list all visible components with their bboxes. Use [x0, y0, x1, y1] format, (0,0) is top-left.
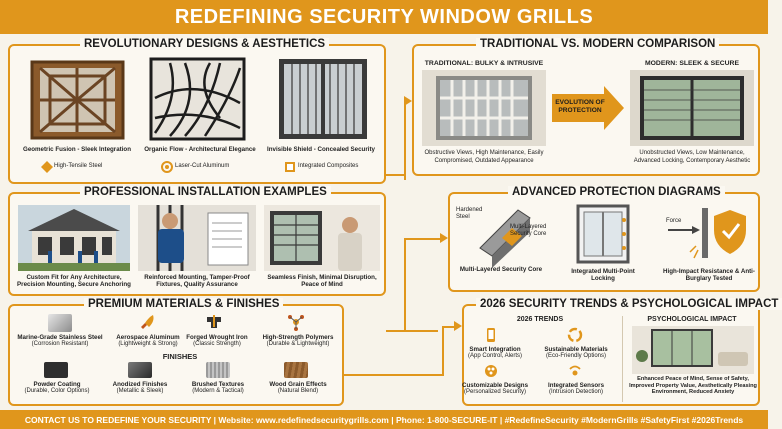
finish-3-name: Brushed Textures	[191, 381, 245, 388]
finish-4-name: Wood Grain Effects	[269, 381, 327, 388]
modern-label: MODERN: SLEEK & SECURE	[644, 60, 740, 67]
trend-3-name: Customizable Designs	[462, 382, 529, 389]
protection-title: ADVANCED PROTECTION DIAGRAMS	[508, 186, 725, 198]
material-4-name: High-Strength Polymers	[262, 334, 334, 341]
trend-3-desc: (Personalized Security)	[463, 389, 527, 395]
connector-arrow-trends	[454, 321, 462, 331]
security-core-diagram	[478, 208, 548, 268]
modern-window-image	[630, 70, 754, 146]
trend-4-name: Integrated Sensors	[547, 382, 605, 389]
connector-arrow-protection	[440, 233, 448, 243]
impact-caption: High-Impact Resistance & Anti-Burglary T…	[663, 268, 755, 283]
trends-divider	[622, 316, 623, 402]
installation-caption-3: Seamless Finish, Minimal Disruption, Pea…	[267, 274, 377, 289]
installer-photo	[138, 205, 256, 271]
powder-coating-swatch	[44, 362, 68, 378]
trend-2-desc: (Eco-Friendly Options)	[545, 353, 607, 359]
connector-line-bottom	[344, 374, 444, 376]
material-2-desc: (Lightweight & Strong)	[118, 341, 178, 347]
rocket-icon	[138, 312, 158, 332]
design-geometric-feature: High-Tensile Steel	[54, 163, 103, 169]
material-1-name: Marine-Grade Stainless Steel	[17, 334, 103, 341]
trend-4-desc: (Intrusion Detection)	[548, 389, 604, 395]
trends-subtitle: 2026 TRENDS	[516, 316, 564, 323]
finish-1-name: Powder Coating	[33, 381, 81, 388]
stainless-steel-swatch	[48, 314, 72, 332]
finish-2-desc: (Metallic & Sleek)	[116, 388, 164, 394]
trends-title: 2026 SECURITY TRENDS & PSYCHOLOGICAL IMP…	[476, 298, 782, 310]
connector-line-mid	[386, 174, 406, 176]
core-caption: Multi-Layered Security Core	[459, 266, 543, 273]
psych-title: PSYCHOLOGICAL IMPACT	[647, 316, 737, 323]
trend-1-desc: (App Control, Alerts)	[467, 353, 523, 359]
design-geometric-name: Geometric Fusion - Sleek Integration	[23, 146, 131, 153]
finish-2-name: Anodized Finishes	[112, 381, 168, 388]
house-photo	[18, 205, 130, 271]
finish-1-desc: (Durable, Color Options)	[24, 388, 90, 394]
material-3-name: Forged Wrought Iron	[186, 334, 248, 341]
living-room-photo	[632, 326, 754, 374]
polymer-icon	[286, 312, 306, 332]
materials-title: PREMIUM MATERIALS & FINISHES	[84, 298, 284, 310]
installation-caption-1: Custom Fit for Any Architecture, Precisi…	[17, 274, 131, 289]
finishes-title: FINISHES	[162, 352, 198, 361]
designs-title: REVOLUTIONARY DESIGNS & AESTHETICS	[80, 38, 330, 50]
impact-diagram	[668, 206, 754, 260]
traditional-label: TRADITIONAL: BULKY & INTRUSIVE	[424, 60, 544, 67]
traditional-window-image	[422, 70, 546, 146]
anvil-icon	[204, 312, 224, 332]
core-label: Multi-Layered Security Core	[510, 224, 547, 238]
connector-line-lower	[386, 238, 438, 332]
brushed-swatch	[206, 362, 230, 378]
connector-line-lower-h	[404, 238, 440, 240]
recycle-icon	[566, 326, 584, 344]
material-2-name: Aerospace Aluminum	[116, 334, 180, 341]
evolution-label: EVOLUTION OF PROTECTION	[555, 99, 605, 114]
composite-icon	[283, 160, 297, 174]
material-3-desc: (Classic Strength)	[193, 341, 241, 347]
material-4-desc: (Durable & Lightweight)	[266, 341, 330, 347]
organic-grill-image	[149, 57, 246, 141]
connector-line-bottom-vert	[442, 326, 444, 376]
design-organic-feature: Laser-Cut Aluminum	[175, 163, 230, 169]
psych-desc: Enhanced Peace of Mind, Sense of Safety,…	[629, 376, 757, 396]
sensor-icon	[566, 362, 584, 380]
invisible-grill-image	[278, 58, 368, 140]
modern-desc: Unobstructed Views, Low Maintenance, Adv…	[633, 150, 751, 164]
finish-3-desc: (Modern & Tactical)	[192, 388, 244, 394]
connector-line-top	[386, 100, 406, 180]
laser-icon	[160, 160, 174, 174]
wood-grain-swatch	[284, 362, 308, 378]
page-title: REDEFINING SECURITY WINDOW GRILLS	[0, 0, 768, 34]
comparison-title: TRADITIONAL VS. MODERN COMPARISON	[476, 38, 720, 50]
geometric-grill-image	[30, 60, 125, 140]
hardened-steel-label: Hardened Steel	[456, 207, 483, 221]
finish-4-desc: (Natural Blend)	[277, 388, 319, 394]
steel-icon	[40, 160, 54, 174]
installation-caption-2: Reinforced Mounting, Tamper-Proof Fixtur…	[144, 274, 250, 289]
locking-caption: Integrated Multi-Point Locking	[571, 268, 635, 283]
design-invisible-feature: Integrated Composites	[298, 163, 359, 169]
design-organic-name: Organic Flow - Architectural Elegance	[144, 146, 256, 153]
connector-line-lower-vert	[404, 238, 406, 332]
locking-diagram	[576, 204, 630, 264]
traditional-desc: Obstructive Views, High Maintenance, Eas…	[424, 150, 544, 164]
material-1-desc: (Corrosion Resistant)	[31, 341, 89, 347]
connector-line-bottom-h	[442, 326, 456, 328]
design-invisible-name: Invisible Shield - Concealed Security	[267, 146, 375, 153]
trend-2-name: Sustainable Materials	[544, 346, 608, 353]
force-label: Force	[666, 218, 682, 224]
anodized-swatch	[128, 362, 152, 378]
connector-arrow-top	[404, 96, 412, 106]
design-palette-icon	[482, 362, 500, 380]
installation-title: PROFESSIONAL INSTALLATION EXAMPLES	[80, 186, 331, 198]
smart-phone-icon	[482, 326, 500, 344]
trend-1-name: Smart Integration	[469, 346, 521, 353]
evolution-arrow	[552, 86, 624, 130]
footer-contact: CONTACT US TO REDEFINE YOUR SECURITY | W…	[0, 410, 768, 429]
interior-photo	[264, 205, 380, 271]
